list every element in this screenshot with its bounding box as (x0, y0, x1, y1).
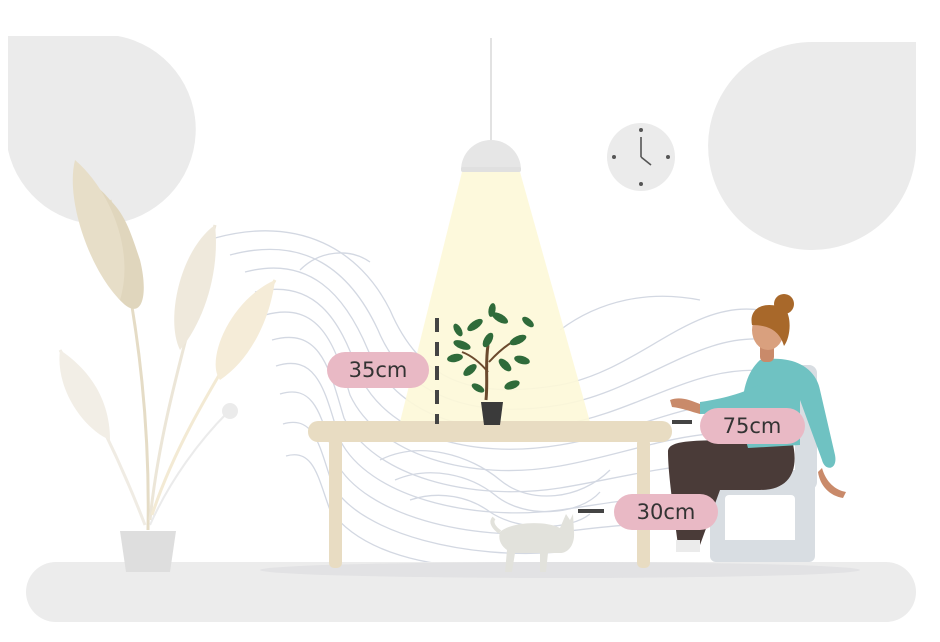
right-wall-blob (708, 42, 916, 250)
cat-icon (490, 514, 575, 572)
wall-clock-icon (607, 123, 675, 191)
plant-height-label-text: 35cm (349, 358, 408, 382)
plant-height-label: 35cm (327, 352, 429, 388)
person-distance-label: 75cm (700, 408, 805, 444)
floor-height-label: 30cm (614, 494, 718, 530)
potted-plant-icon (447, 303, 534, 425)
pendant-lamp-icon (461, 38, 521, 172)
floor-plant (58, 160, 277, 572)
person-distance-label-text: 75cm (723, 414, 782, 438)
left-wall-blob (8, 36, 196, 225)
floor-height-label-text: 30cm (637, 500, 696, 524)
floor-shadow (260, 562, 860, 578)
light-cone (400, 172, 590, 422)
